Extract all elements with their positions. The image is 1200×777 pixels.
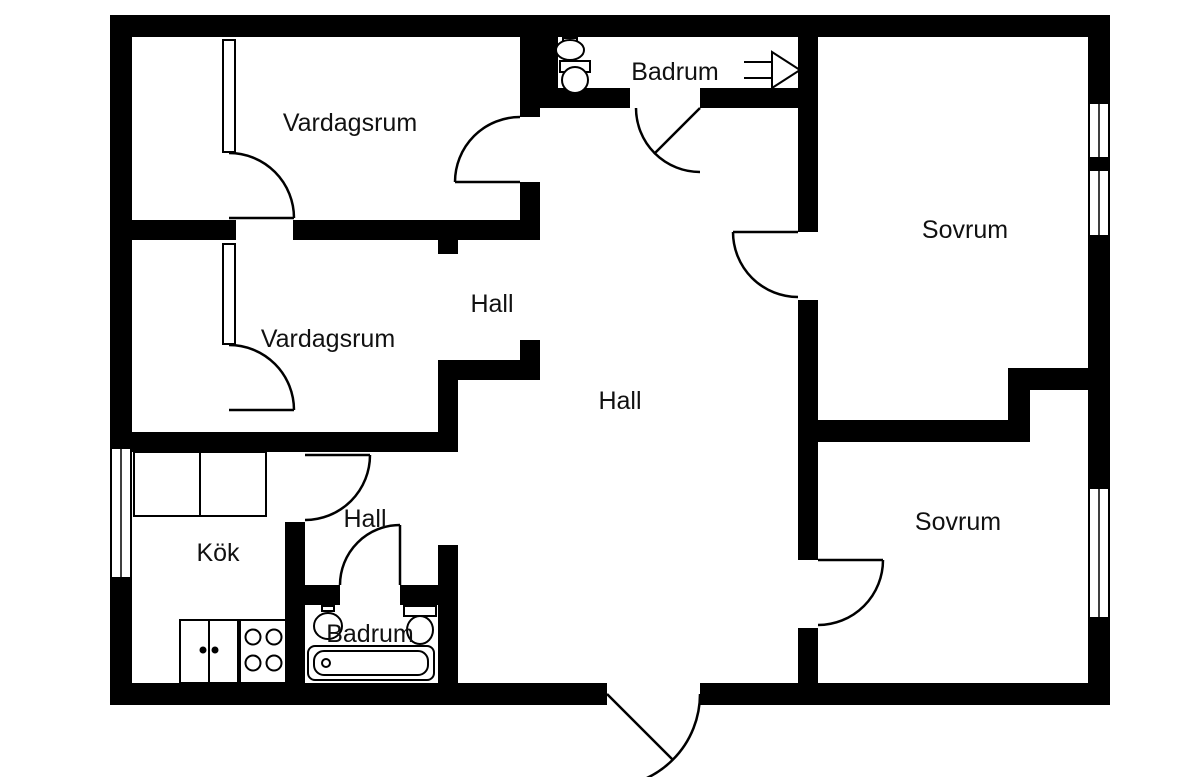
- wall-badrum-top-bottom-b: [700, 88, 818, 108]
- window-vardagsrum-mid: [222, 243, 236, 345]
- door-arc-balcony-top: [228, 151, 296, 220]
- kitchen-cabinet-icon: [179, 619, 239, 684]
- window-right-sovrum-bottom: [1088, 487, 1110, 619]
- wall-right-divider-c: [798, 300, 818, 560]
- room-label-vardagsrum-top: Vardagsrum: [283, 109, 417, 137]
- wall-sovrum-divider-a: [818, 420, 1008, 442]
- door-arc-vardagsrum-top: [453, 115, 521, 184]
- wall-outer-bottom-left: [110, 683, 607, 705]
- wall-outer-right-3: [1088, 236, 1110, 488]
- sink-icon-badrum-bottom: [313, 605, 343, 640]
- entrance-door-arc: [606, 693, 702, 777]
- room-label-badrum-top: Badrum: [631, 58, 719, 86]
- wall-badrum-top-bottom-a: [540, 88, 630, 108]
- wall-hall-horizontal: [458, 360, 540, 380]
- window-right-sovrum-top-2: [1088, 169, 1110, 237]
- kitchen-counter-icon: [133, 451, 267, 517]
- wall-hall-vertical: [438, 360, 458, 452]
- bathtub-icon: [307, 645, 435, 681]
- wall-right-divider-d: [798, 628, 818, 683]
- wall-outer-top: [110, 15, 1110, 37]
- toilet-icon-badrum-bottom: [403, 605, 437, 645]
- room-label-hall-upper: Hall: [470, 290, 513, 318]
- wall-badrum-bottom-top-a: [285, 585, 340, 605]
- doors: [228, 107, 885, 777]
- wall-right-divider-a: [798, 37, 818, 108]
- room-labels: Vardagsrum Badrum Sovrum Vardagsrum Hall…: [196, 58, 1008, 648]
- wall-outer-right-1: [1088, 15, 1110, 103]
- door-arc-badrum-top: [634, 107, 701, 174]
- wall-mid-horizontal-b: [293, 220, 540, 240]
- window-right-sovrum-top-1: [1088, 102, 1110, 159]
- ventilation-icon: [744, 50, 802, 90]
- wall-outer-bottom-right: [700, 683, 1110, 705]
- room-label-hall-lower: Hall: [343, 505, 386, 533]
- wall-outer-left-upper: [110, 15, 132, 448]
- wall-hall-stub-top: [438, 240, 458, 254]
- room-label-vardagsrum-mid: Vardagsrum: [261, 325, 395, 353]
- wall-badrum-top-left: [540, 37, 558, 98]
- door-arc-kok: [304, 453, 372, 522]
- toilet-icon-badrum-top: [559, 60, 591, 94]
- wall-vardagsrum-top-right-a: [520, 37, 540, 117]
- wall-badrum-bottom-top-b: [400, 585, 438, 605]
- window-left-kok: [110, 447, 132, 579]
- stove-icon: [239, 619, 287, 684]
- wall-outer-right-2: [1088, 158, 1110, 170]
- wall-sovrum-divider-b: [1030, 368, 1088, 390]
- walls: [110, 15, 1110, 705]
- sink-icon-badrum-top: [555, 37, 585, 61]
- door-arc-sovrum-top: [731, 230, 799, 299]
- wall-badrum-bottom-right: [438, 545, 458, 683]
- door-arc-balcony-mid: [228, 343, 296, 412]
- wall-sovrum-divider-step: [1008, 368, 1030, 442]
- wall-mid-horizontal-a: [132, 220, 236, 240]
- room-label-hall-center: Hall: [598, 387, 641, 415]
- fixtures: [133, 37, 802, 684]
- wall-hall-nub: [520, 340, 540, 360]
- wall-outer-left-lower: [110, 578, 132, 705]
- door-arc-sovrum-bottom: [817, 558, 885, 627]
- window-vardagsrum-top: [222, 39, 236, 153]
- door-arc-badrum-bottom: [338, 523, 402, 586]
- wall-outer-right-4: [1088, 618, 1110, 705]
- wall-kok-top: [132, 432, 458, 452]
- wall-right-divider-b: [798, 108, 818, 232]
- windows: [110, 39, 1110, 619]
- room-label-sovrum-top: Sovrum: [922, 216, 1008, 244]
- room-label-sovrum-bottom: Sovrum: [915, 508, 1001, 536]
- room-label-badrum-bottom: Badrum: [326, 620, 414, 648]
- room-label-kok: Kök: [196, 539, 240, 567]
